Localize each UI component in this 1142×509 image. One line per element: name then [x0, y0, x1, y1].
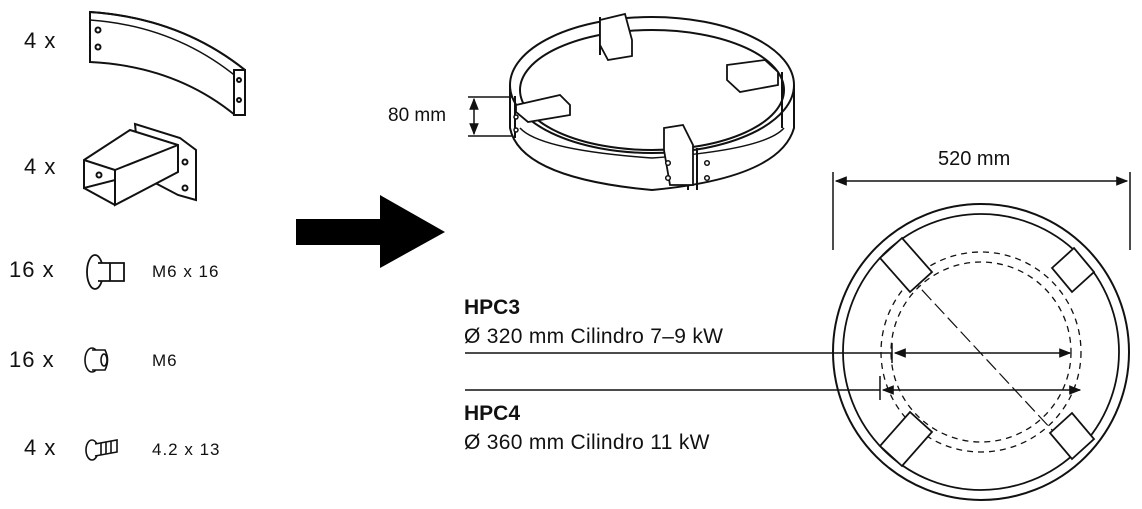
nut-icon	[84, 347, 109, 373]
part-3-spec: M6 x 16	[152, 262, 220, 281]
direction-arrow-icon	[296, 195, 445, 268]
width-label: 520 mm	[938, 148, 1011, 170]
model-hpc3-description: Ø 320 mm Cilindro 7–9 kW	[464, 325, 724, 348]
part-4-quantity: 16 x	[9, 347, 55, 372]
part-1-quantity: 4 x	[24, 28, 57, 53]
model-hpc4-description: Ø 360 mm Cilindro 11 kW	[464, 431, 710, 454]
top-view-ring-icon	[832, 203, 1130, 501]
width-dimension	[832, 172, 1131, 250]
curved-band-segment-icon	[89, 10, 246, 116]
height-dimension	[468, 96, 512, 137]
part-5-spec: 4.2 x 13	[152, 440, 221, 459]
ring-bracket-icon	[515, 12, 779, 186]
part-4-spec: M6	[152, 351, 178, 370]
part-3-quantity: 16 x	[9, 257, 55, 282]
mounting-bracket-icon	[83, 122, 197, 207]
top-view-brackets	[878, 236, 1096, 468]
ring-screw-holes	[513, 114, 711, 182]
part-5-quantity: 4 x	[24, 435, 57, 460]
height-label: 80 mm	[388, 105, 447, 126]
model-hpc3-name: HPC3	[464, 296, 521, 319]
model-hpc4-name: HPC4	[464, 402, 521, 425]
self-tapping-screw-icon	[85, 439, 118, 461]
part-2-quantity: 4 x	[24, 154, 57, 179]
diameter-lines	[465, 343, 1082, 400]
screw-icon	[86, 254, 125, 290]
